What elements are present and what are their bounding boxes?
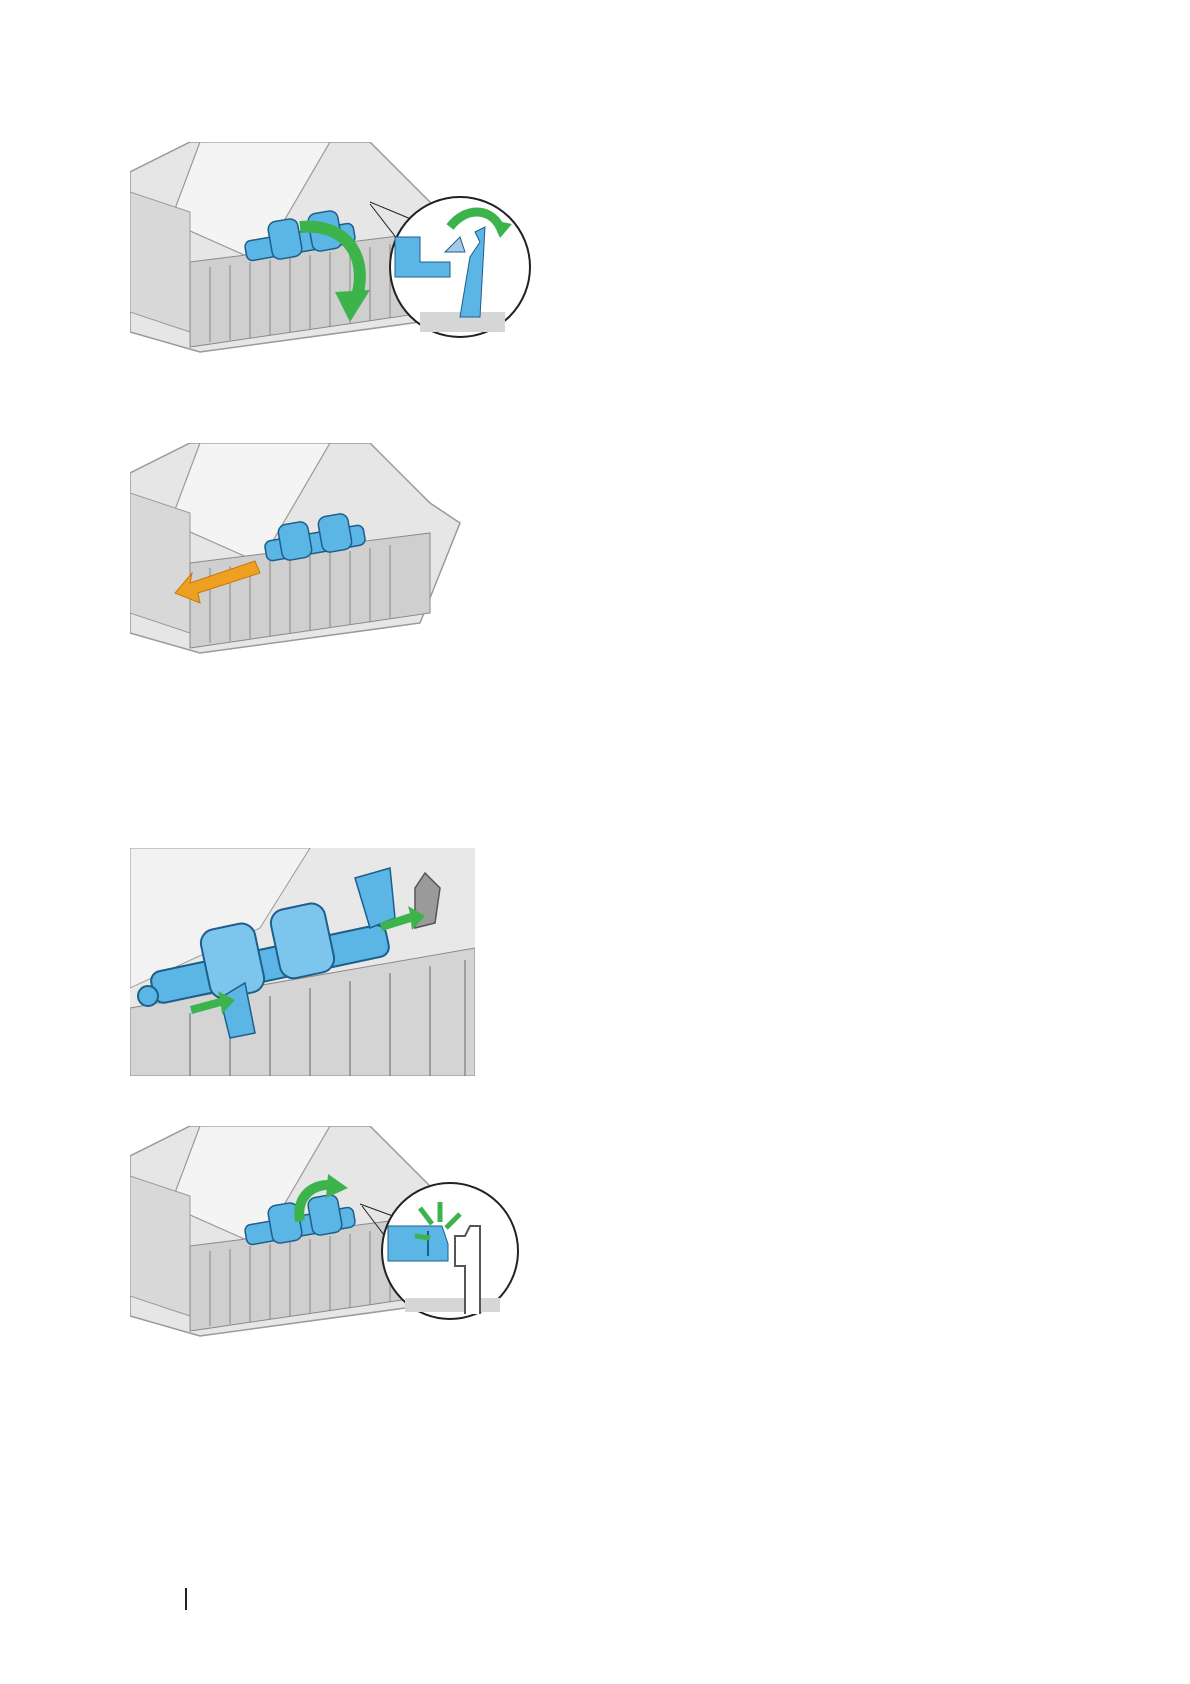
footer-rule bbox=[185, 1588, 187, 1610]
lock-roller-lever-illustration bbox=[130, 1126, 570, 1356]
tray-figure-4 bbox=[130, 1126, 570, 1356]
slide-roller-out-illustration bbox=[130, 443, 470, 673]
release-roller-lever-illustration bbox=[130, 142, 570, 372]
tray-figure-2 bbox=[130, 443, 470, 673]
detail-magnifier bbox=[390, 197, 530, 337]
align-new-roller-illustration bbox=[130, 848, 475, 1076]
detail-magnifier bbox=[382, 1183, 518, 1319]
tray-figure-1 bbox=[130, 142, 570, 372]
roller-closeup-figure-3 bbox=[130, 848, 475, 1076]
